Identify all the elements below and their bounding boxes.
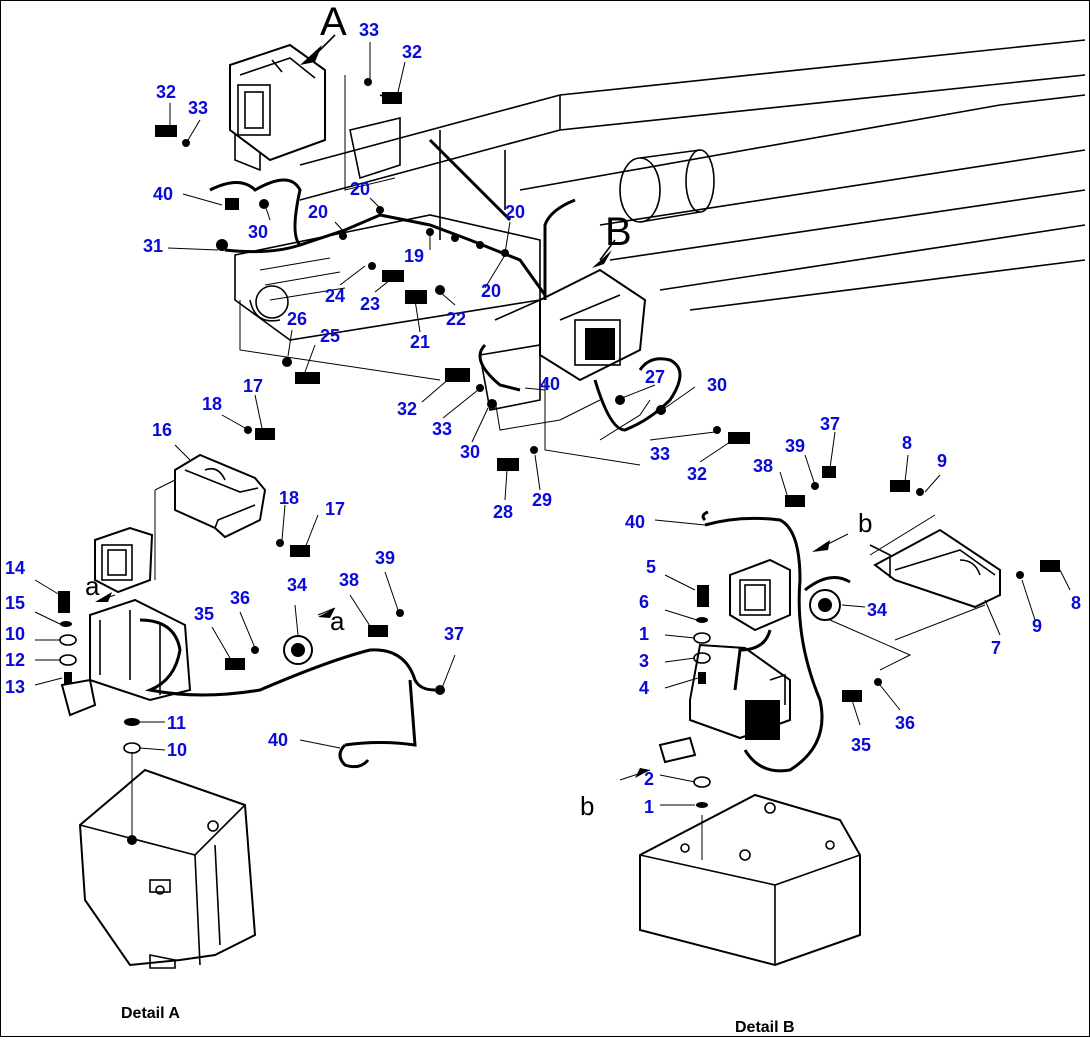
lamp-b-main [479, 268, 647, 411]
callout: 21 [410, 332, 430, 352]
view-arrow-label-b-bottom: b [580, 791, 594, 821]
callout: 38 [753, 456, 773, 476]
callout: 35 [851, 735, 871, 755]
main-fasteners [155, 78, 750, 471]
callout: 7 [991, 638, 1001, 658]
callout: 40 [625, 512, 645, 532]
detail-b-illustration [619, 466, 1060, 967]
callout: 40 [268, 730, 288, 750]
callout: 10 [167, 740, 187, 760]
callout: 38 [339, 570, 359, 590]
main-leaders [167, 34, 731, 501]
callout: 19 [404, 246, 424, 266]
view-label-b: B [605, 210, 632, 254]
callout: 23 [360, 294, 380, 314]
callout: 22 [446, 309, 466, 329]
callout: 18 [202, 394, 222, 414]
detail-captions: Detail A Detail B [121, 1005, 795, 1036]
callout: 36 [895, 713, 915, 733]
callout: 17 [243, 376, 263, 396]
view-label-a: A [320, 0, 347, 44]
callout: 40 [540, 374, 560, 394]
callout: 12 [5, 650, 25, 670]
callout: 34 [867, 600, 887, 620]
callout: 32 [687, 464, 707, 484]
callout: 11 [167, 713, 186, 733]
callout: 29 [532, 490, 552, 510]
callout: 18 [279, 488, 299, 508]
callout: 30 [460, 442, 480, 462]
callout: 1 [639, 624, 649, 644]
callout: 20 [350, 179, 370, 199]
callout: 20 [505, 202, 525, 222]
callout: 25 [320, 326, 340, 346]
callout: 40 [153, 184, 173, 204]
callout: 9 [937, 451, 947, 471]
detail-a-illustration [58, 426, 445, 969]
callout: 37 [444, 624, 464, 644]
callout: 33 [432, 419, 452, 439]
callout: 2 [644, 769, 654, 789]
callout: 34 [287, 575, 307, 595]
detail-b-leaders [654, 431, 1071, 806]
callout: 24 [325, 286, 345, 306]
callout: 1 [644, 797, 654, 817]
callout: 36 [230, 588, 250, 608]
callout: 37 [820, 414, 840, 434]
callout: 5 [646, 557, 656, 577]
callout: 8 [902, 433, 912, 453]
callout: 33 [188, 98, 208, 118]
view-arrow-label-a-left: a [85, 571, 100, 601]
callout: 31 [143, 236, 163, 256]
callout: 33 [359, 20, 379, 40]
detail-a-leaders [34, 394, 456, 751]
callout: 32 [156, 82, 176, 102]
main-wire-harness [209, 138, 682, 432]
callout: 39 [785, 436, 805, 456]
callout: 35 [194, 604, 214, 624]
view-letters: A B a a b b [85, 0, 872, 821]
view-arrow-label-a-right: a [330, 606, 345, 636]
callout: 30 [248, 222, 268, 242]
callout: 30 [707, 375, 727, 395]
callout: 3 [639, 651, 649, 671]
callout: 20 [481, 281, 501, 301]
caption-detail-b: Detail B [735, 1019, 795, 1036]
callout: 15 [5, 593, 25, 613]
callout: 20 [308, 202, 328, 222]
callout: 13 [5, 677, 25, 697]
callout: 32 [402, 42, 422, 62]
callout: 9 [1032, 616, 1042, 636]
callout: 33 [650, 444, 670, 464]
callout: 10 [5, 624, 25, 644]
callout: 4 [639, 678, 649, 698]
callout: 14 [5, 558, 25, 578]
callout: 28 [493, 502, 513, 522]
callout: 6 [639, 592, 649, 612]
callout: 27 [645, 367, 665, 387]
view-arrow-label-b-top: b [858, 508, 872, 538]
callout: 16 [152, 420, 172, 440]
callout: 39 [375, 548, 395, 568]
callout: 32 [397, 399, 417, 419]
callout: 8 [1071, 593, 1081, 613]
callout-numbers: 33 32 32 33 40 20 30 20 31 19 20 24 23 2… [5, 20, 1081, 817]
callout: 17 [325, 499, 345, 519]
callout: 26 [287, 309, 307, 329]
caption-detail-a: Detail A [121, 1005, 180, 1022]
lamp-a-top [229, 43, 326, 162]
